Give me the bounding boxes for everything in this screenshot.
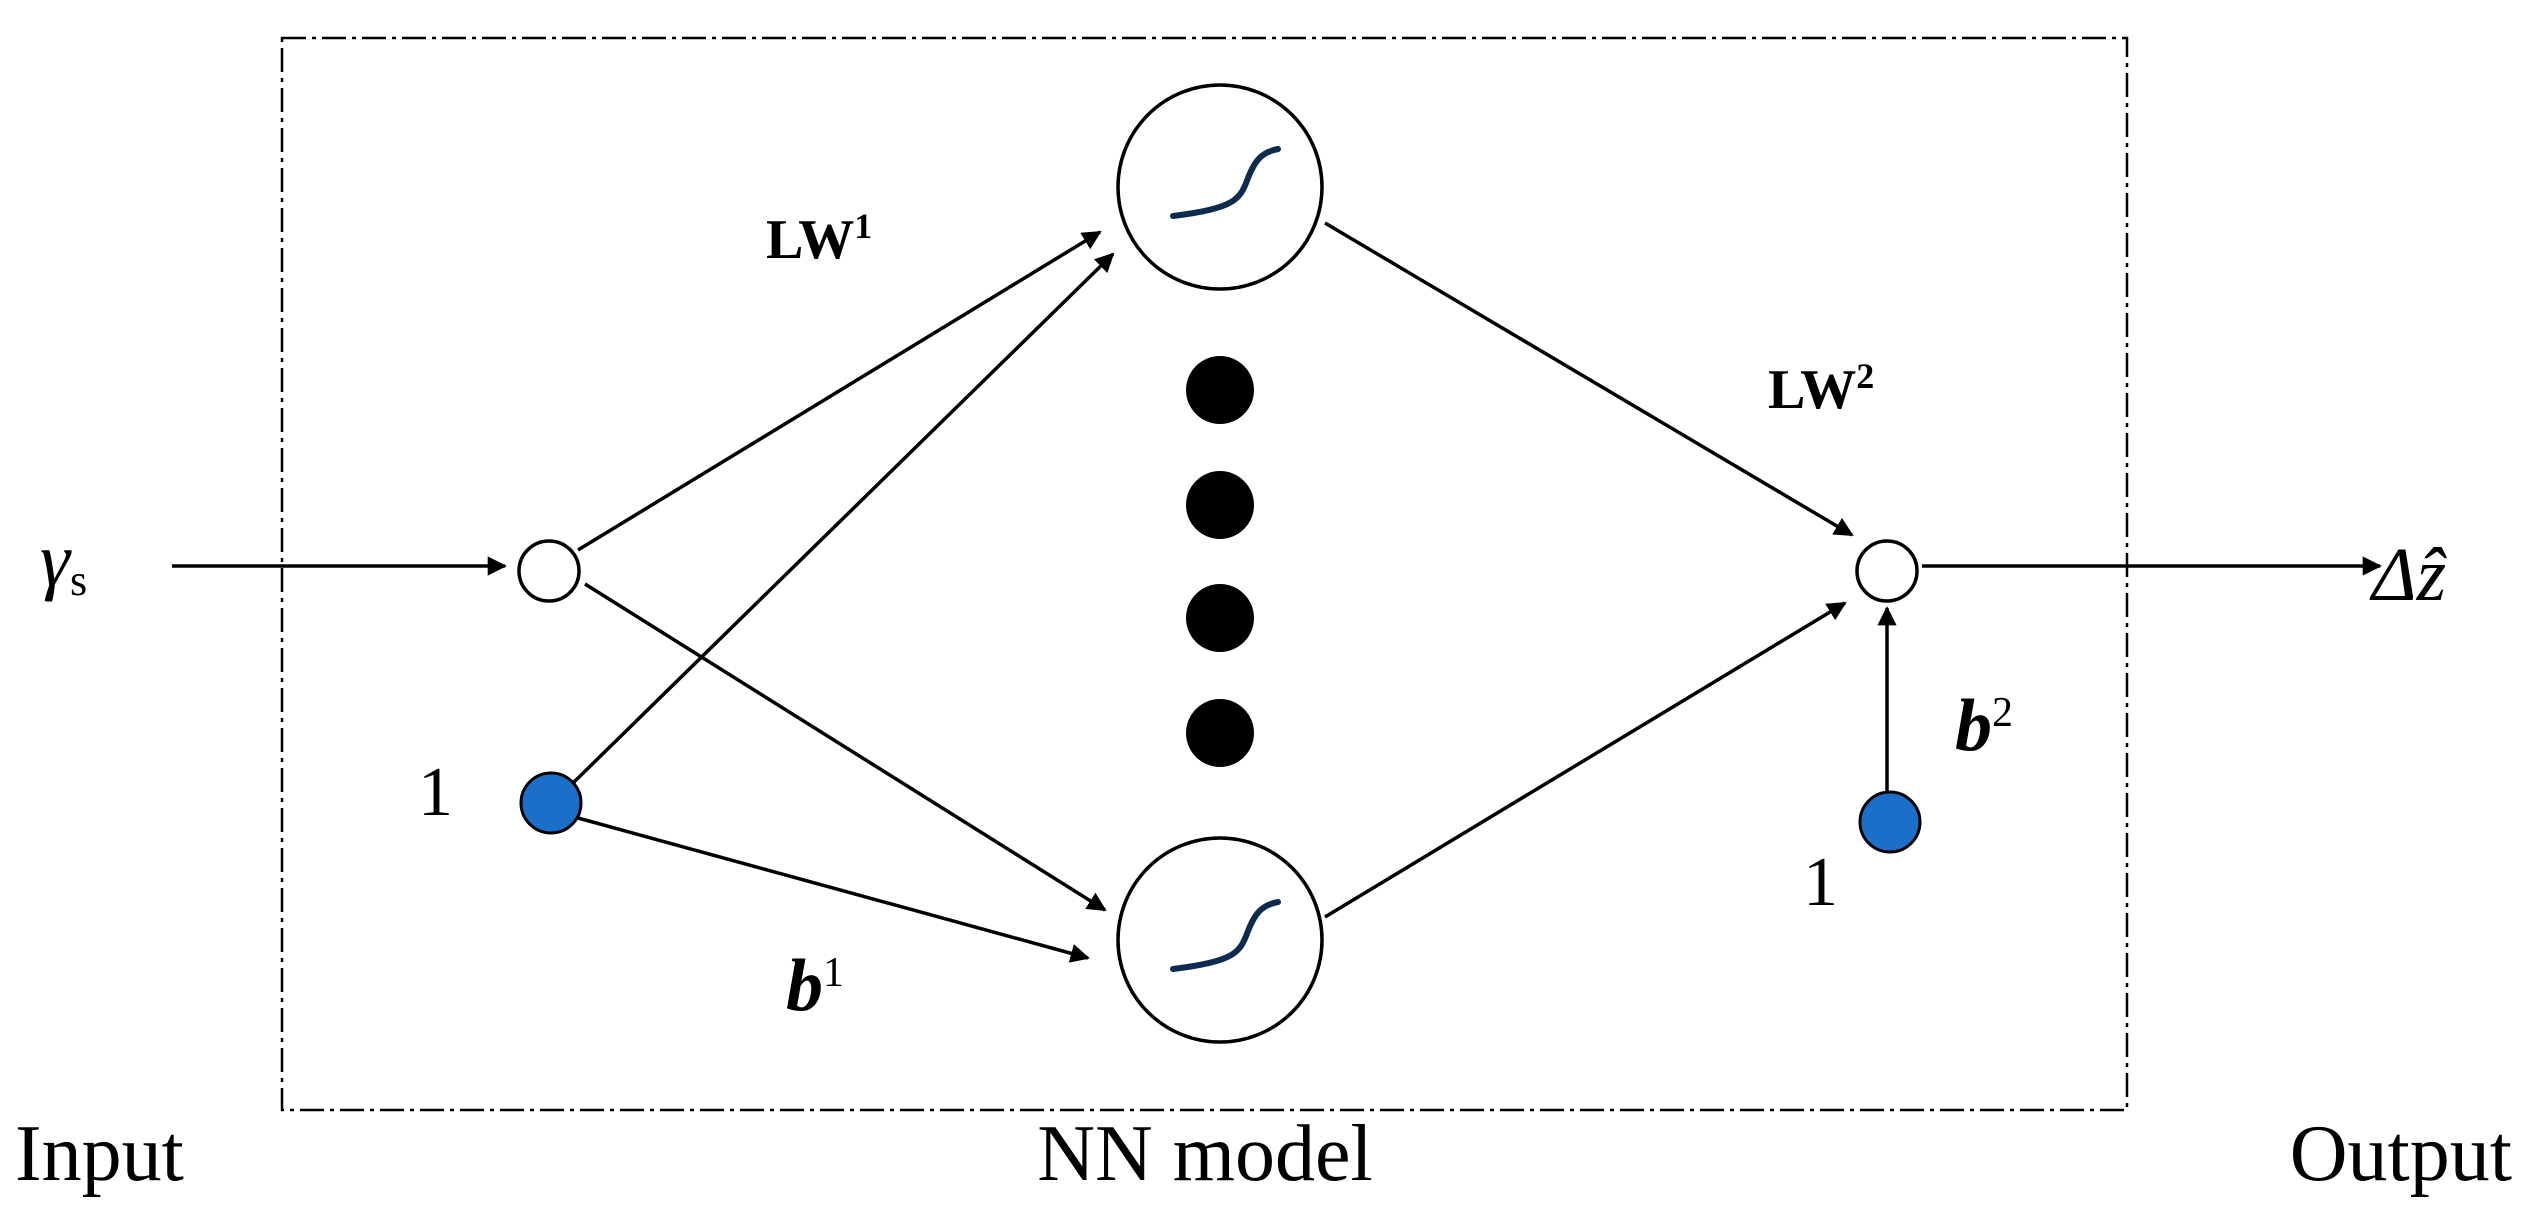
output-caption: Output: [2290, 1110, 2512, 1198]
connections: [172, 221, 2382, 963]
hidden-neuron-bottom: [1116, 836, 1324, 1044]
bias1-node: [519, 771, 583, 835]
bias2-value-label: 1: [1803, 844, 1838, 921]
hidden-ellipsis: [1186, 356, 1254, 767]
edge-input-to-hidden-top: [577, 230, 1102, 552]
layer1-weight-label: LW1: [766, 206, 872, 271]
edge-input-to-hidden-bottom: [584, 582, 1107, 912]
input-node: [517, 539, 581, 603]
bias2-node: [1858, 790, 1922, 854]
sigmoid-curve-icon: [1170, 146, 1281, 219]
bias1-value-label: 1: [418, 754, 453, 831]
model-caption: NN model: [1037, 1110, 1373, 1198]
output-symbol-label: Δẑ: [2369, 533, 2448, 617]
bias1-weight-label: b1: [786, 945, 844, 1027]
hidden-neuron-top: [1116, 83, 1324, 291]
input-caption: Input: [15, 1110, 184, 1198]
output-node: [1855, 539, 1919, 603]
layer2-weight-label: LW2: [1768, 356, 1874, 421]
input-symbol-label: γs: [40, 518, 87, 605]
edge-hidden-top-to-output: [1324, 221, 1854, 537]
edge-hidden-bottom-to-output: [1324, 601, 1847, 919]
sigmoid-curve-icon: [1170, 899, 1281, 972]
edge-bias1-to-hidden-top: [572, 252, 1115, 784]
model-boundary: [280, 36, 2129, 1112]
edge-bias1-to-hidden-bottom: [577, 816, 1090, 963]
bias2-weight-label: b2: [1955, 685, 2013, 767]
